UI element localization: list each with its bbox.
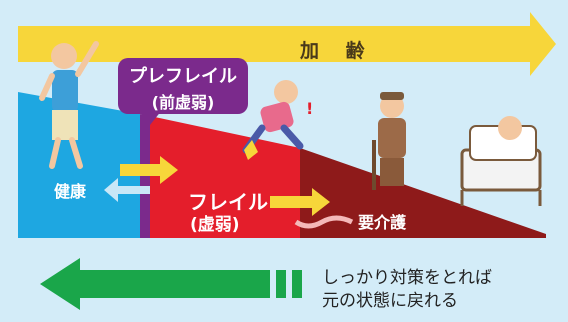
svg-text:!: ! [306,99,313,118]
prefrail-bubble-tail [140,110,162,130]
stage-frail-area [150,116,300,238]
arrow-healthy-to-frail [120,156,178,184]
care-needed-label: 要介護 [358,213,407,232]
bedridden-elder-figure [460,116,542,206]
healthy-label: 健康 [54,182,87,201]
recovery-arrow [40,258,270,310]
prefrail-bubble [118,58,248,114]
recovery-arrow-dash-1 [276,270,286,298]
prefrail-subtitle: (前虚弱) [151,93,215,112]
healthy-elder-figure [39,41,99,169]
arrow-care-to-frail [294,215,354,229]
elder-with-cane-figure [372,92,406,190]
recovery-message-line1: しっかり対策をとれば [322,268,492,288]
stumbling-elder-figure: ! [242,80,313,160]
prefrail-title: プレフレイル [129,66,237,87]
aging-arrow-label: 加 齢 [300,40,375,62]
frail-subtitle: (虚弱) [190,215,240,235]
arrow-frail-to-healthy [104,178,150,202]
frail-title: フレイル [188,190,268,214]
recovery-arrow-dash-2 [292,270,302,298]
stage-care-area [300,148,546,238]
recovery-message-line2: 元の状態に戻れる [322,291,458,311]
arrow-frail-to-care [270,188,330,216]
